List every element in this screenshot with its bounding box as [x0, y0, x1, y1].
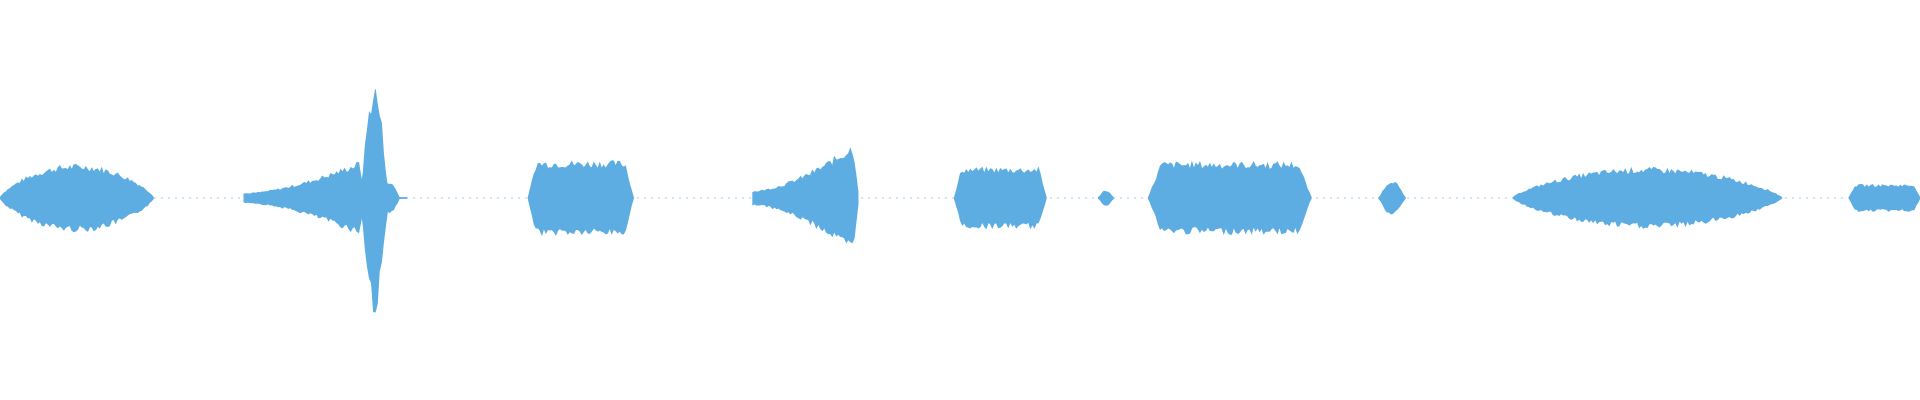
waveform-segment-9	[1147, 160, 1312, 236]
waveform-segment-8	[1097, 190, 1114, 206]
waveform-segment-4	[383, 183, 408, 214]
waveform-segment-5	[527, 160, 634, 237]
waveform-segment-11	[1512, 166, 1783, 229]
waveform-segment-1	[0, 163, 154, 233]
waveform-segment-2	[243, 161, 366, 234]
waveform-segment-10	[1378, 181, 1406, 215]
waveform-segment-6	[752, 147, 859, 244]
waveform-segment-7	[953, 166, 1047, 230]
waveform-segment-12	[1848, 183, 1920, 212]
